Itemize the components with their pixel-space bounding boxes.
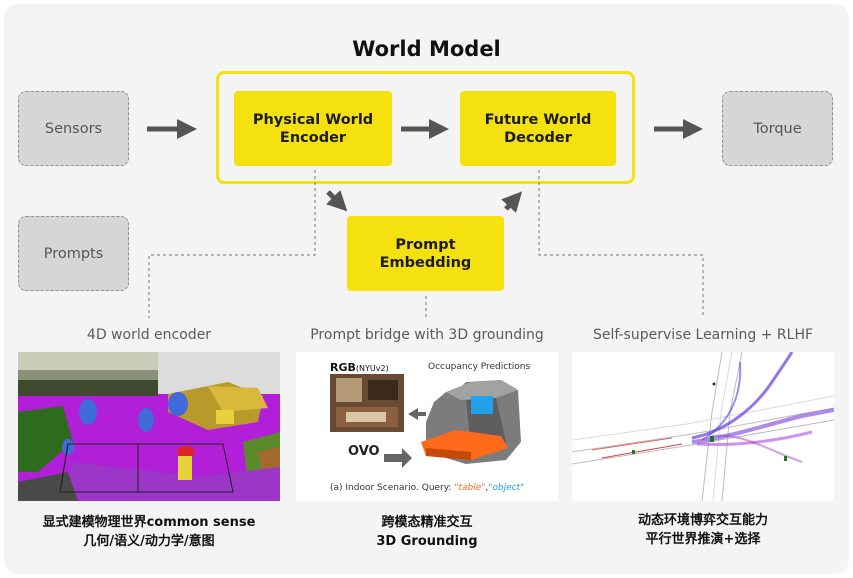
connector-decoder-to-right-caption bbox=[538, 170, 704, 318]
voxel-scene-graphic bbox=[18, 352, 280, 501]
arrow-encoder-to-prompt-embedding bbox=[326, 190, 348, 212]
rgb-label-main: RGB bbox=[330, 361, 356, 374]
query-object: "object" bbox=[488, 483, 525, 493]
diagram-title: World Model bbox=[352, 37, 501, 61]
prompt-embedding-node: Prompt Embedding bbox=[347, 216, 504, 291]
rgb-label: RGB(NYUv2) bbox=[330, 361, 389, 374]
prompts-node: Prompts bbox=[18, 216, 129, 291]
caption-right: Self-supervise Learning + RLHF bbox=[592, 327, 814, 343]
query-table: "table" bbox=[454, 483, 486, 493]
right-footnote-line2: 平行世界推演+选择 bbox=[645, 532, 761, 547]
occupancy-graphic bbox=[330, 374, 521, 468]
trajectory-graphic bbox=[572, 352, 834, 501]
caption-middle: Prompt bridge with 3D grounding bbox=[310, 327, 544, 343]
physical-world-encoder-node: Physical World Encoder bbox=[234, 91, 392, 166]
left-footnote-line1: 显式建模物理世界common sense bbox=[42, 515, 256, 530]
arrow-prompt-embedding-to-decoder bbox=[501, 191, 523, 213]
sensors-node: Sensors bbox=[18, 91, 129, 166]
voxel-scene-image bbox=[18, 352, 280, 501]
ovo-label: OVO bbox=[348, 444, 380, 459]
occupancy-image: RGB(NYUv2) Occupancy Predictions OVO (a)… bbox=[296, 352, 558, 501]
query-sep: , bbox=[485, 483, 489, 493]
right-footnote-line1: 动态环境博弈交互能力 bbox=[637, 513, 768, 528]
future-world-decoder-node: Future World Decoder bbox=[460, 91, 616, 166]
query-line: (a) Indoor Scenario. Query: "table","obj… bbox=[330, 483, 524, 493]
world-model-frame bbox=[216, 71, 635, 184]
occupancy-label: Occupancy Predictions bbox=[428, 362, 531, 372]
torque-node: Torque bbox=[722, 91, 833, 166]
left-footnote-line2: 几何/语义/动力学/意图 bbox=[83, 534, 215, 549]
middle-footnote-line2: 3D Grounding bbox=[376, 534, 478, 549]
query-prefix: (a) Indoor Scenario. Query: bbox=[330, 483, 455, 493]
connector-encoder-to-left-caption bbox=[148, 170, 316, 318]
trajectory-image bbox=[572, 352, 834, 501]
rgb-label-sub: (NYUv2) bbox=[355, 364, 389, 373]
middle-footnote-line1: 跨模态精准交互 bbox=[381, 515, 473, 530]
caption-left: 4D world encoder bbox=[86, 327, 212, 343]
